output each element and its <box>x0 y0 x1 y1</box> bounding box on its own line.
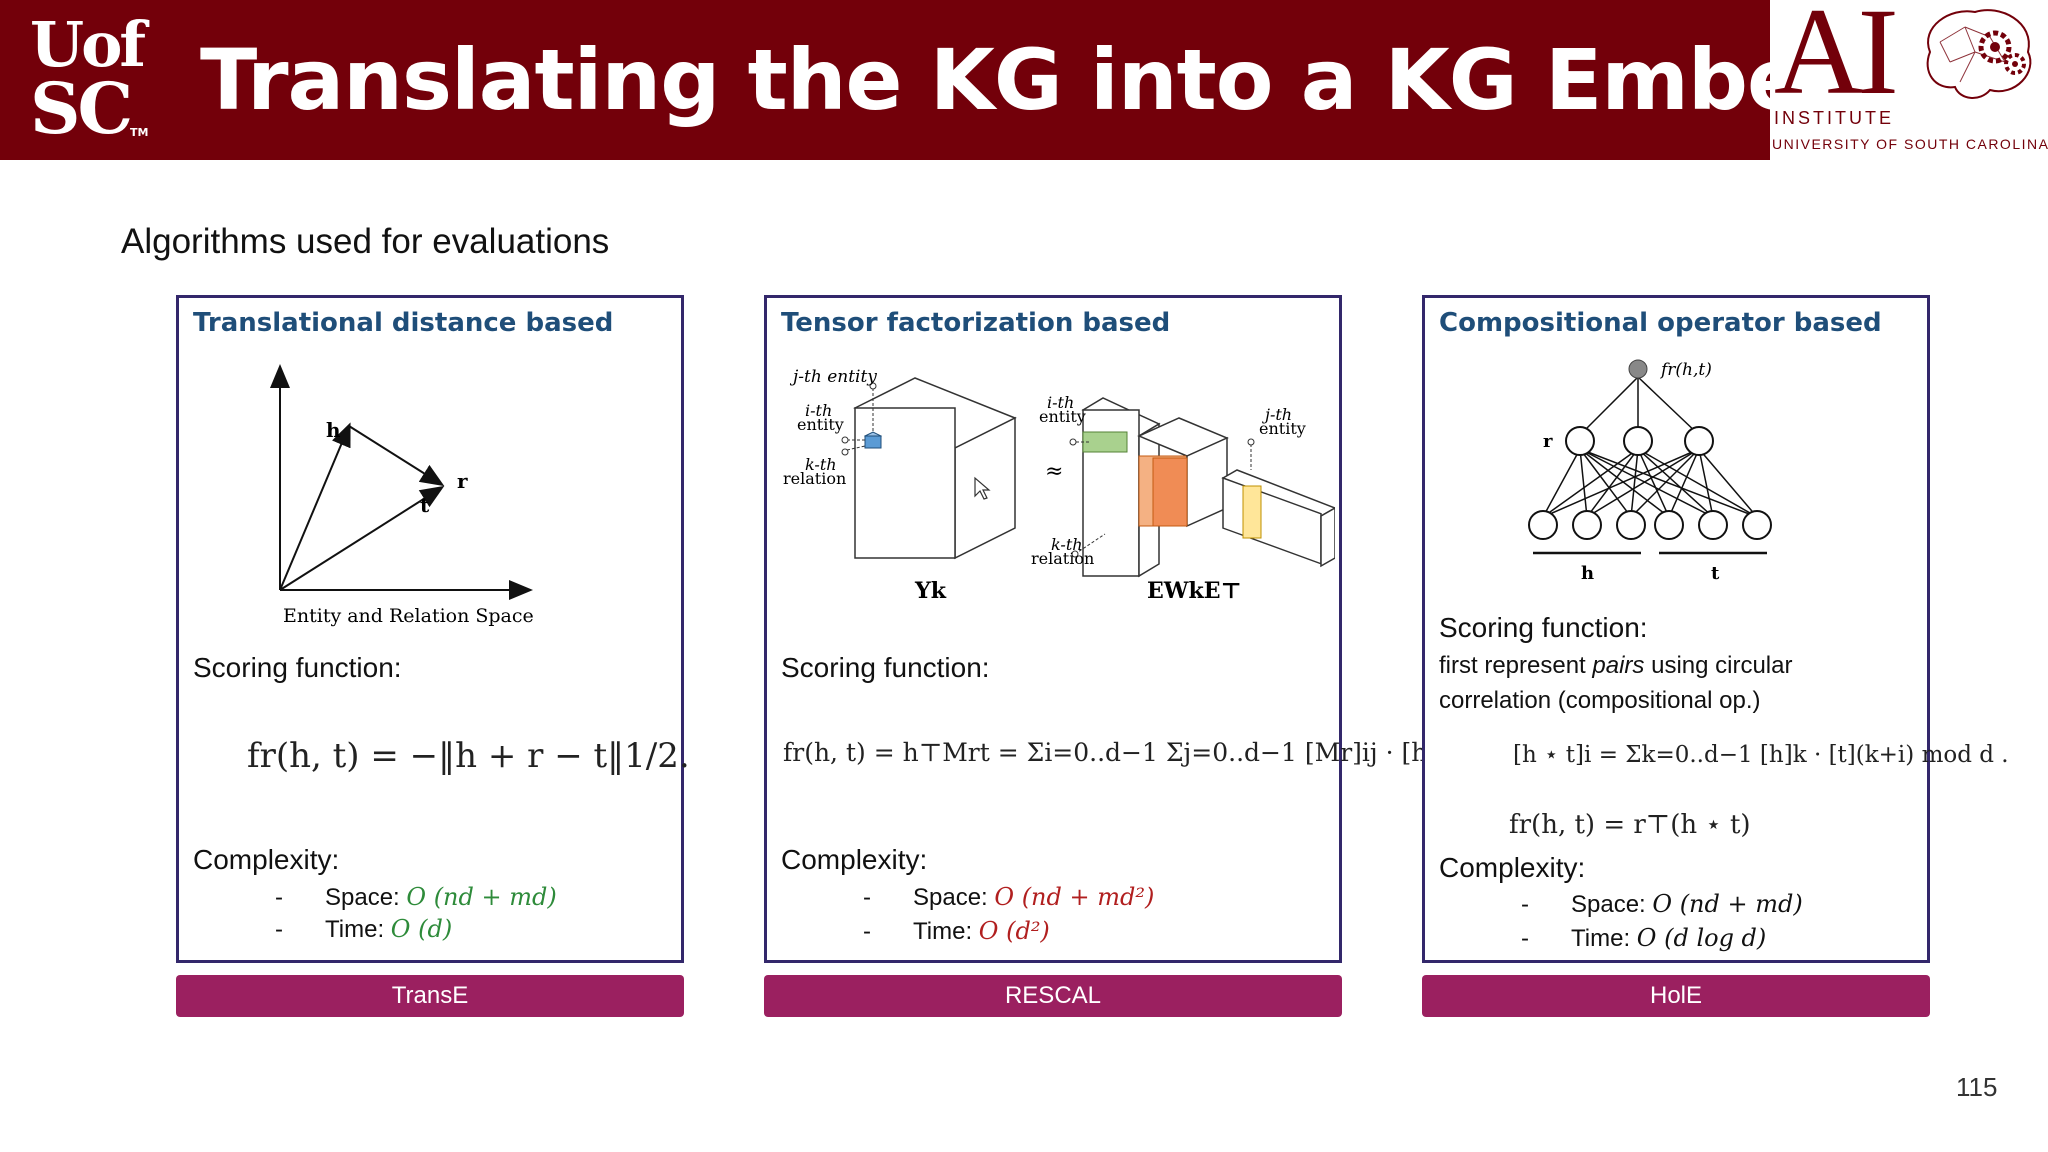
h-label: h <box>1581 563 1594 584</box>
space-complexity: -Space: O (nd + md) <box>275 883 557 911</box>
slide-title: Translating the KG into a KG Embedding <box>200 31 2048 129</box>
yk-label: Yk <box>914 578 947 604</box>
model-label-transe: TransE <box>176 975 684 1017</box>
ewe-label: EWkE⊤ <box>1147 578 1242 604</box>
approx-sign: ≈ <box>1045 459 1063 484</box>
uofsc-logo: Uof SC TM <box>30 8 149 150</box>
model-label-hole: HolE <box>1422 975 1930 1017</box>
transe-card: Translational distance based h r t Entit… <box>176 295 690 963</box>
model-label-rescal: RESCAL <box>764 975 1342 1017</box>
space-complexity: -Space: O (nd + md) <box>1521 890 1803 918</box>
scoring-label: Scoring function: <box>193 652 402 683</box>
t-label: t <box>1711 563 1720 584</box>
space-complexity: -Space: O (nd + md²) <box>863 883 1155 911</box>
complexity-label: Complexity: <box>1439 852 1586 883</box>
transe-formula: fr(h, t) = −‖h + r − t‖1/2. <box>247 736 690 776</box>
svg-text:relation: relation <box>783 469 846 488</box>
card-heading: Translational distance based <box>193 308 614 338</box>
svg-text:k-th: k-th <box>805 455 837 474</box>
rescal-formula: fr(h, t) = h⊤Mrt = Σi=0..d−1 Σj=0..d−1 [… <box>783 738 1523 767</box>
t-label: t <box>420 493 430 517</box>
composition-output-label: fr(h,t) <box>1659 360 1712 380</box>
time-complexity: -Time: O (d log d) <box>1521 924 1767 952</box>
svg-text:i-th: i-th <box>1047 393 1074 412</box>
svg-text:i-th: i-th <box>805 401 832 420</box>
svg-text:j-th: j-th <box>1262 405 1292 424</box>
scoring-label: Scoring function: <box>781 652 990 683</box>
r-label: r <box>457 469 468 493</box>
neural-composition-diagram: fr(h,t) r h t <box>1528 359 1772 584</box>
svg-text:relation: relation <box>1031 549 1094 568</box>
r-label: r <box>1543 431 1553 452</box>
svg-text:entity: entity <box>1039 407 1086 426</box>
scoring-description: first represent pairs using circular cor… <box>1439 652 1793 714</box>
hole-score-formula: fr(h, t) = r⊤(h ⋆ t) <box>1509 810 1751 840</box>
svg-text:entity: entity <box>797 415 844 434</box>
title-banner: Uof SC TM Translating the KG into a KG E… <box>0 0 2048 160</box>
complexity-label: Complexity: <box>781 844 928 875</box>
hole-correlation-formula: [h ⋆ t]i = Σk=0..d−1 [h]k · [t](k+i) mod… <box>1513 742 2009 768</box>
page-number: 115 <box>1956 1072 1998 1102</box>
space-caption: Entity and Relation Space <box>283 605 534 627</box>
svg-text:entity: entity <box>1259 419 1306 438</box>
hole-card: Compositional operator based fr(h,t) r h… <box>1422 295 2009 963</box>
time-complexity: -Time: O (d²) <box>863 917 1050 945</box>
subtitle: Algorithms used for evaluations <box>121 222 610 261</box>
brain-gear-icon <box>1926 9 2032 99</box>
mouse-cursor-icon <box>974 476 991 500</box>
ai-institute-logo: AI INSTITUTE UNIVERSITY OF SOUTH CAROLIN… <box>1770 0 2048 160</box>
time-complexity: -Time: O (d) <box>275 915 453 943</box>
j-entity-label: j-th entity <box>789 367 877 387</box>
rescal-card: Tensor factorization based j-th entity i… <box>764 295 1522 963</box>
tensor-factorization-diagram: j-th entity i-th entity k-th relation Yk… <box>783 367 1335 604</box>
scoring-label: Scoring function: <box>1439 612 1648 643</box>
translation-vector-diagram: h r t Entity and Relation Space <box>270 364 534 627</box>
complexity-label: Complexity: <box>193 844 340 875</box>
card-heading: Tensor factorization based <box>781 308 1171 338</box>
svg-text:k-th: k-th <box>1051 535 1083 554</box>
h-label: h <box>326 418 341 442</box>
card-heading: Compositional operator based <box>1439 308 1882 338</box>
